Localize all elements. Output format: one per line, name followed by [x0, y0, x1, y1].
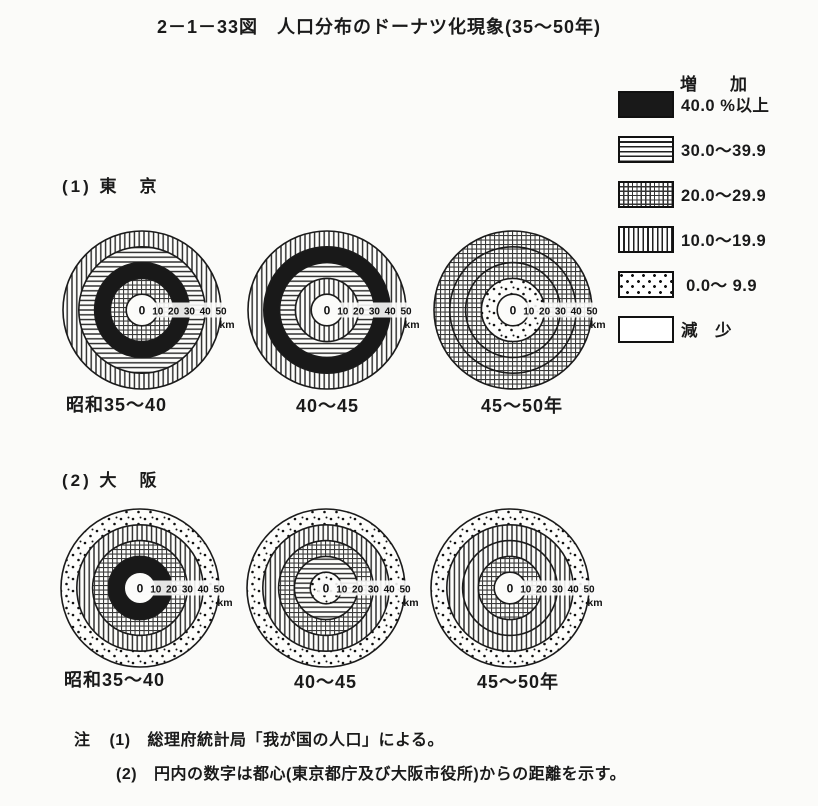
scale-tick-label: 10: [152, 307, 164, 318]
scale-tick-label: 40: [200, 307, 212, 318]
note-line-2: (2) 円内の数字は都心(東京都庁及び大阪市役所)からの距離を示す。: [116, 760, 626, 784]
scale-band: [132, 580, 227, 596]
scale-tick-label: 10: [520, 585, 532, 596]
scale-tick-label: 20: [166, 585, 178, 596]
scale-tick-label: 0: [324, 304, 331, 318]
legend-item-vlines: 10.0～19.9: [618, 225, 816, 253]
legend-item-black: 40.0 %以上: [618, 90, 816, 118]
caption-osaka-panel-2: 40～45: [294, 672, 358, 692]
scale-tick-label: 20: [539, 307, 551, 318]
legend-item-grid: 20.0～29.9: [618, 180, 816, 208]
scale-tick-label: 30: [369, 307, 381, 318]
legend-label: 30.0～39.9: [681, 142, 767, 160]
scale-tick-label: 30: [555, 307, 567, 318]
scale-unit-label: km: [404, 319, 419, 331]
scale-unit-label: km: [217, 597, 232, 609]
scale-tick-label: 10: [150, 585, 162, 596]
legend-swatch-grid-icon: [618, 180, 674, 208]
scale-tick-label: 10: [337, 307, 349, 318]
legend-label: 10.0～19.9: [681, 232, 767, 250]
legend-label: 減 少: [681, 322, 732, 340]
scale-tick-label: 40: [385, 307, 397, 318]
note-2-number: (2): [116, 766, 138, 783]
legend: 増 加 40.0 %以上 30.0～39.9 20.0～29.9 10.0～19.9 …: [618, 70, 816, 343]
legend-swatch-hlines-icon: [618, 135, 674, 163]
scale-tick-label: 30: [184, 307, 196, 318]
scale-tick-label: 0: [507, 582, 514, 596]
scale-band: [318, 580, 413, 596]
caption-tokyo-panel-2: 40～45: [296, 396, 360, 416]
figure-title: 2－1－33図 人口分布のドーナツ化現象(35～50年): [156, 17, 602, 37]
scale-tick-label: 50: [583, 585, 595, 596]
scale-tick-label: 50: [215, 307, 227, 318]
legend-label: 40.0 %以上: [681, 97, 770, 115]
scale-band: [502, 580, 597, 596]
scale-tick-label: 0: [323, 582, 330, 596]
scale-tick-label: 40: [198, 585, 210, 596]
scale-tick-label: 40: [384, 585, 396, 596]
scale-unit-label: km: [587, 597, 602, 609]
scale-tick-label: 10: [336, 585, 348, 596]
scale-tick-label: 20: [353, 307, 365, 318]
scale-unit-label: km: [403, 597, 418, 609]
notes: 注 (1) 総理府統計局「我が国の人口」による。 (2) 円内の数字は都心(東京…: [74, 726, 626, 794]
scale-band: [505, 302, 600, 318]
scale-tick-label: 50: [399, 585, 411, 596]
section-label-osaka: (2) 大 阪: [62, 471, 160, 490]
scale-tick-label: 0: [137, 582, 144, 596]
scale-tick-label: 50: [586, 307, 598, 318]
note-2-text: 円内の数字は都心(東京都庁及び大阪市役所)からの距離を示す。: [154, 766, 627, 783]
scale-tick-label: 30: [552, 585, 564, 596]
legend-label: 0.0～ 9.9: [681, 277, 758, 295]
scale-tick-label: 20: [352, 585, 364, 596]
scale-tick-label: 0: [510, 304, 517, 318]
scale-tick-label: 40: [568, 585, 580, 596]
scale-tick-label: 0: [139, 304, 146, 318]
caption-osaka-panel-1: 昭和35～40: [64, 670, 166, 690]
legend-label: 20.0～29.9: [681, 187, 767, 205]
scale-tick-label: 30: [182, 585, 194, 596]
scale-tick-label: 40: [571, 307, 583, 318]
caption-osaka-panel-3: 45～50年: [477, 672, 560, 692]
scale-tick-label: 20: [536, 585, 548, 596]
section-label-tokyo: (1) 東 京: [62, 177, 160, 196]
scale-tick-label: 50: [400, 307, 412, 318]
legend-swatch-dots-icon: [618, 270, 674, 298]
legend-item-white: 減 少: [618, 315, 816, 343]
legend-item-hlines: 30.0～39.9: [618, 135, 816, 163]
scale-unit-label: km: [219, 319, 234, 331]
scale-tick-label: 10: [523, 307, 535, 318]
legend-item-dots: 0.0～ 9.9: [618, 270, 816, 298]
scale-band: [319, 302, 414, 318]
scale-tick-label: 20: [168, 307, 180, 318]
scale-tick-label: 30: [368, 585, 380, 596]
scale-band: [134, 302, 229, 318]
note-1-text: 総理府統計局「我が国の人口」による。: [147, 732, 445, 749]
note-line-1: 注 (1) 総理府統計局「我が国の人口」による。: [74, 726, 626, 750]
caption-tokyo-panel-1: 昭和35～40: [66, 395, 168, 415]
legend-rows: 40.0 %以上 30.0～39.9 20.0～29.9 10.0～19.9 0.0～…: [618, 90, 816, 343]
scale-unit-label: km: [590, 319, 605, 331]
caption-tokyo-panel-3: 45～50年: [481, 396, 564, 416]
note-1-number: (1): [109, 732, 131, 749]
legend-swatch-white-icon: [618, 315, 674, 343]
scale-tick-label: 50: [213, 585, 225, 596]
legend-swatch-vlines-icon: [618, 225, 674, 253]
legend-header: 増 加: [680, 75, 755, 94]
legend-swatch-black-icon: [618, 90, 674, 118]
notes-prefix: 注: [74, 732, 91, 749]
